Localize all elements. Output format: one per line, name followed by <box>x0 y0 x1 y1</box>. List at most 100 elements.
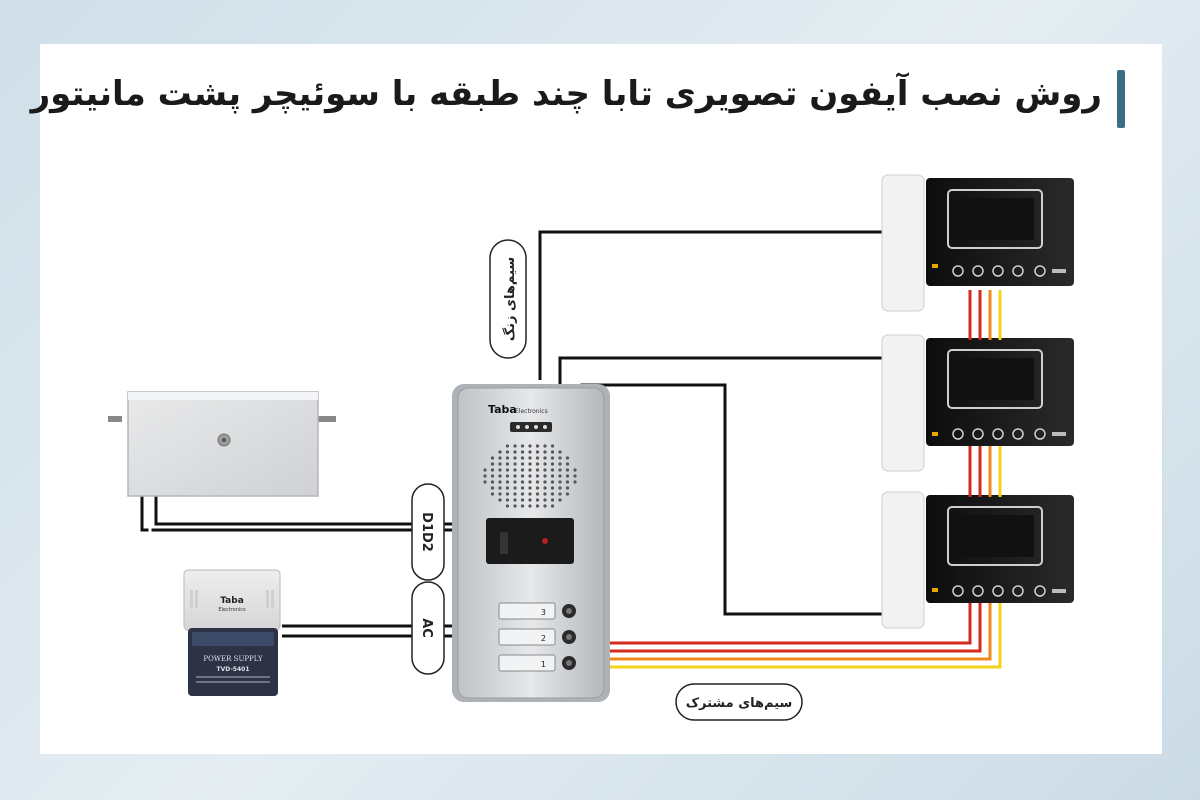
grille-hole <box>550 504 555 508</box>
grille-hole <box>520 486 525 490</box>
label-d1d2: D1D2 <box>411 483 445 581</box>
call-button-2-label: 2 <box>541 634 546 643</box>
grille-hole <box>565 474 570 478</box>
speaker-grille <box>483 444 577 508</box>
grille-hole <box>490 486 495 490</box>
grille-hole <box>528 450 532 454</box>
grille-hole <box>543 480 547 484</box>
panel-brand-sub: Electronics <box>515 408 548 415</box>
call-button-1[interactable]: 1 <box>498 654 576 672</box>
door-panel-icon: Taba Electronics 3 2 1 <box>452 384 610 702</box>
grille-hole <box>550 474 555 478</box>
psu-brand: Taba <box>220 596 244 606</box>
call-button-2[interactable]: 2 <box>498 628 576 646</box>
grille-hole <box>505 504 510 508</box>
grille-hole <box>535 498 540 502</box>
grille-hole <box>550 486 555 490</box>
grille-hole <box>535 468 540 472</box>
psu-model-code: TVD-5401 <box>216 666 249 673</box>
grille-hole <box>520 456 525 460</box>
grille-hole <box>550 480 555 484</box>
grille-hole <box>498 468 502 472</box>
title-accent-bar <box>1117 70 1125 128</box>
grille-hole <box>505 456 510 460</box>
grille-hole <box>543 486 547 490</box>
grille-hole <box>558 498 562 502</box>
grille-hole <box>483 480 487 484</box>
grille-hole <box>535 504 540 508</box>
grille-hole <box>543 444 547 448</box>
grille-hole <box>528 474 532 478</box>
call-button-1-label: 1 <box>541 660 546 669</box>
grille-hole <box>573 480 577 484</box>
grille-hole <box>565 462 570 466</box>
grille-hole <box>550 498 555 502</box>
grille-hole <box>558 468 562 472</box>
grille-hole <box>558 456 562 460</box>
grille-hole <box>565 468 570 472</box>
grille-hole <box>520 492 525 496</box>
grille-hole <box>513 450 517 454</box>
grille-hole <box>558 480 562 484</box>
grille-hole <box>513 444 517 448</box>
grille-hole <box>513 486 517 490</box>
grille-hole <box>528 486 532 490</box>
grille-hole <box>520 462 525 466</box>
grille-hole <box>535 456 540 460</box>
grille-hole <box>550 444 555 448</box>
grille-hole <box>490 474 495 478</box>
call-button-3[interactable]: 3 <box>498 602 576 620</box>
grille-hole <box>505 444 510 448</box>
grille-hole <box>505 498 510 502</box>
grille-hole <box>505 480 510 484</box>
grille-hole <box>498 450 502 454</box>
grille-hole <box>558 492 562 496</box>
grille-hole <box>528 444 532 448</box>
grille-hole <box>520 444 525 448</box>
d1d2-wires <box>140 492 455 538</box>
grille-hole <box>490 492 495 496</box>
grille-hole <box>550 456 555 460</box>
grille-hole <box>520 480 525 484</box>
grille-hole <box>535 480 540 484</box>
grille-hole <box>528 492 532 496</box>
grille-hole <box>543 450 547 454</box>
grille-hole <box>535 492 540 496</box>
grille-hole <box>573 474 577 478</box>
psu-brand-sub: Electronics <box>218 607 246 613</box>
grille-hole <box>573 468 577 472</box>
grille-hole <box>505 492 510 496</box>
door-lock-icon <box>108 391 336 497</box>
grille-hole <box>483 468 487 472</box>
grille-hole <box>558 474 562 478</box>
grille-hole <box>520 498 525 502</box>
psu-model-title: POWER SUPPLY <box>203 655 263 663</box>
grille-hole <box>513 492 517 496</box>
grille-hole <box>498 462 502 466</box>
call-button-3-label: 3 <box>541 608 546 617</box>
grille-hole <box>543 504 547 508</box>
grille-hole <box>528 504 532 508</box>
grille-hole <box>513 498 517 502</box>
label-common-wires: سیم‌های مشترک <box>675 683 803 721</box>
grille-hole <box>535 462 540 466</box>
grille-hole <box>543 468 547 472</box>
grille-hole <box>528 456 532 460</box>
grille-hole <box>528 468 532 472</box>
grille-hole <box>505 486 510 490</box>
diagram-title: روش نصب آیفون تصویری تابا چند طبقه با سو… <box>30 74 1102 114</box>
grille-hole <box>498 456 502 460</box>
grille-hole <box>490 480 495 484</box>
grille-hole <box>558 450 562 454</box>
grille-hole <box>513 468 517 472</box>
monitor-icon <box>881 174 1074 312</box>
grille-hole <box>483 474 487 478</box>
label-d1d2-text: D1D2 <box>419 512 434 552</box>
monitor-icon <box>881 334 1074 472</box>
grille-hole <box>535 474 540 478</box>
grille-hole <box>528 498 532 502</box>
grille-hole <box>558 462 562 466</box>
panel-brand: Taba <box>488 403 517 416</box>
grille-hole <box>490 468 495 472</box>
